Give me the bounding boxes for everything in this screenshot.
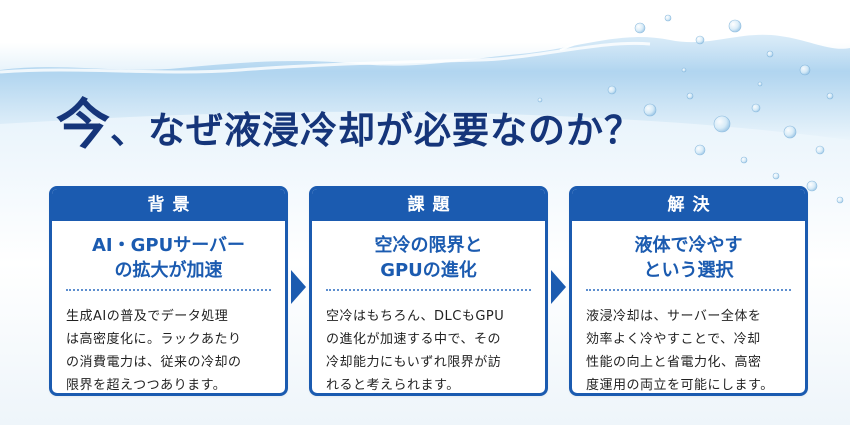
card-header: 課題 [312,189,545,221]
card-body-line: 性能の向上と省電力化、高密 [586,355,762,370]
page-title-lead-char: 今 [56,93,110,156]
card-body-line: 効率よく冷やすことで、冷却 [586,332,761,347]
card-subtitle: 液体で冷やす という選択 [586,233,791,291]
card-body-line: の進化が加速する中で、その [326,332,501,347]
card-body-line: の消費電力は、従来の冷却の [66,355,242,370]
card-body: 生成AIの普及でデータ処理 は高密度化に。ラックあたり の消費電力は、従来の冷却… [66,305,273,393]
card-body-line: 度運用の両立を可能にします。 [586,378,774,393]
card-subtitle: 空冷の限界と GPUの進化 [326,233,531,291]
card-body: 液浸冷却は、サーバー全体を 効率よく冷やすことで、冷却 性能の向上と省電力化、高… [586,305,793,393]
card-solution: 解決 液体で冷やす という選択 液浸冷却は、サーバー全体を 効率よく冷やすことで… [569,186,808,396]
card-body-line: 液浸冷却は、サーバー全体を [586,309,762,324]
page-title-text: 、なぜ液浸冷却が必要なのか？ [110,109,642,152]
card-subtitle-line: という選択 [643,260,734,281]
card-body: 空冷はもちろん、DLCもGPU の進化が加速する中で、その 冷却能力にもいずれ限… [326,305,533,393]
card-subtitle-line: GPUの進化 [380,260,477,281]
card-subtitle-line: の拡大が加速 [114,260,223,281]
card-subtitle: AI・GPUサーバー の拡大が加速 [66,233,271,291]
card-subtitle-line: 空冷の限界と [374,235,483,256]
card-body-line: 冷却能力にもいずれ限界が訪 [326,355,502,370]
chevron-right-icon [291,270,306,304]
chevron-right-icon [551,270,566,304]
page-title: 今 、なぜ液浸冷却が必要なのか？ [56,98,642,152]
card-challenge: 課題 空冷の限界と GPUの進化 空冷はもちろん、DLCもGPU の進化が加速す… [309,186,548,396]
card-body-line: 生成AIの普及でデータ処理 [66,309,229,324]
card-body-line: 限界を超えつつあります。 [66,378,227,393]
card-subtitle-line: AI・GPUサーバー [91,235,246,256]
card-body-line: れると考えられます。 [326,378,460,393]
card-header: 解決 [572,189,805,221]
card-body-line: は高密度化に。ラックあたり [66,332,242,347]
card-body-line: 空冷はもちろん、DLCもGPU [326,309,505,324]
card-background: 背景 AI・GPUサーバー の拡大が加速 生成AIの普及でデータ処理 は高密度化… [49,186,288,396]
card-subtitle-line: 液体で冷やす [634,235,743,256]
card-header: 背景 [52,189,285,221]
